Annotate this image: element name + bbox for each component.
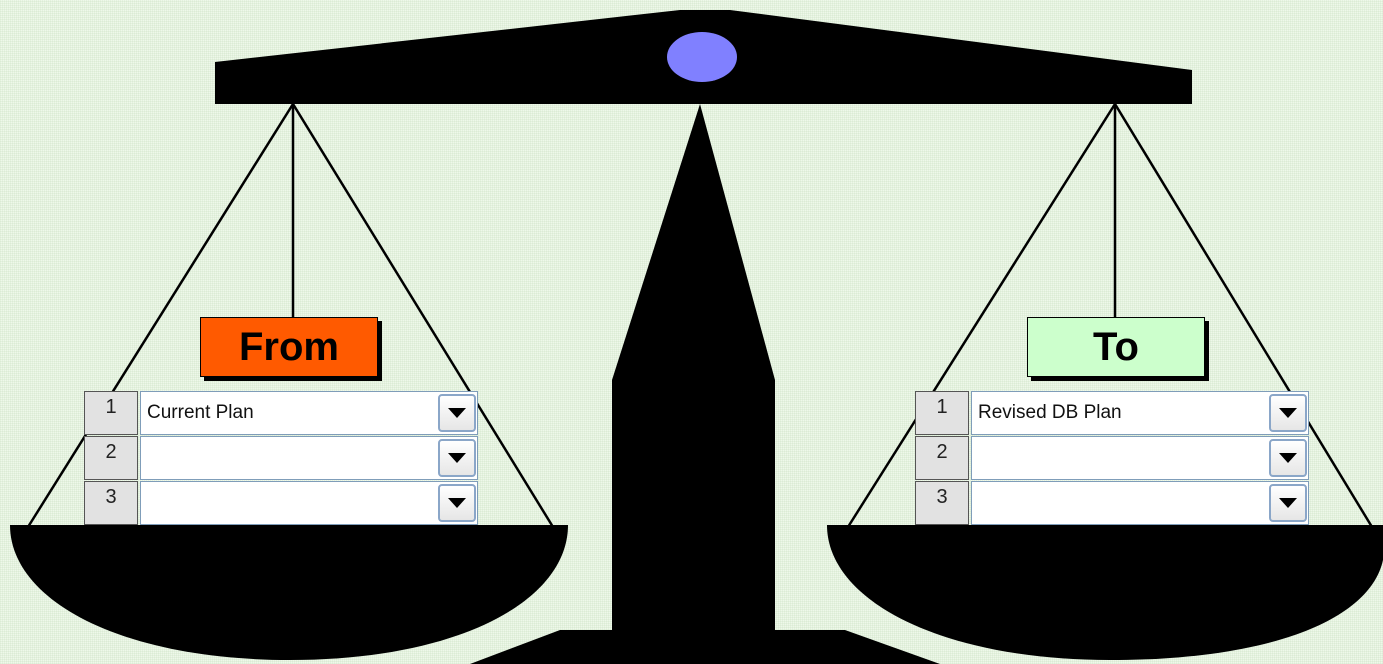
row-number: 3 (915, 481, 969, 525)
dropdown-button[interactable] (1269, 484, 1307, 522)
plan-select[interactable] (140, 436, 478, 480)
scale-pivot (667, 32, 737, 82)
row-number: 2 (84, 436, 138, 480)
row-number: 3 (84, 481, 138, 525)
to-plan-slots: 1 Revised DB Plan 2 3 (915, 391, 1309, 526)
plan-select[interactable] (971, 436, 1309, 480)
dropdown-button[interactable] (438, 394, 476, 432)
chevron-down-icon (448, 498, 466, 508)
row-number: 1 (84, 391, 138, 435)
to-slot-row: 2 (915, 436, 1309, 481)
scale-column (612, 104, 775, 632)
plan-select[interactable]: Current Plan (140, 391, 478, 435)
right-pan (827, 525, 1383, 660)
plan-select[interactable] (971, 481, 1309, 525)
plan-select[interactable] (140, 481, 478, 525)
dropdown-button[interactable] (1269, 439, 1307, 477)
from-slot-row: 2 (84, 436, 478, 481)
from-slot-row: 1 Current Plan (84, 391, 478, 436)
chevron-down-icon (1279, 408, 1297, 418)
plan-select-value: Current Plan (141, 402, 254, 424)
chevron-down-icon (448, 453, 466, 463)
plan-select-value: Revised DB Plan (972, 402, 1122, 424)
row-number: 2 (915, 436, 969, 480)
left-pan (10, 525, 568, 660)
plan-select[interactable]: Revised DB Plan (971, 391, 1309, 435)
to-label: To (1027, 317, 1205, 377)
dropdown-button[interactable] (438, 439, 476, 477)
from-label: From (200, 317, 378, 377)
chevron-down-icon (1279, 453, 1297, 463)
dropdown-button[interactable] (1269, 394, 1307, 432)
row-number: 1 (915, 391, 969, 435)
from-plan-slots: 1 Current Plan 2 3 (84, 391, 478, 526)
to-slot-row: 3 (915, 481, 1309, 526)
from-slot-row: 3 (84, 481, 478, 526)
chevron-down-icon (448, 408, 466, 418)
chevron-down-icon (1279, 498, 1297, 508)
dropdown-button[interactable] (438, 484, 476, 522)
scale-base (470, 630, 940, 664)
to-slot-row: 1 Revised DB Plan (915, 391, 1309, 436)
